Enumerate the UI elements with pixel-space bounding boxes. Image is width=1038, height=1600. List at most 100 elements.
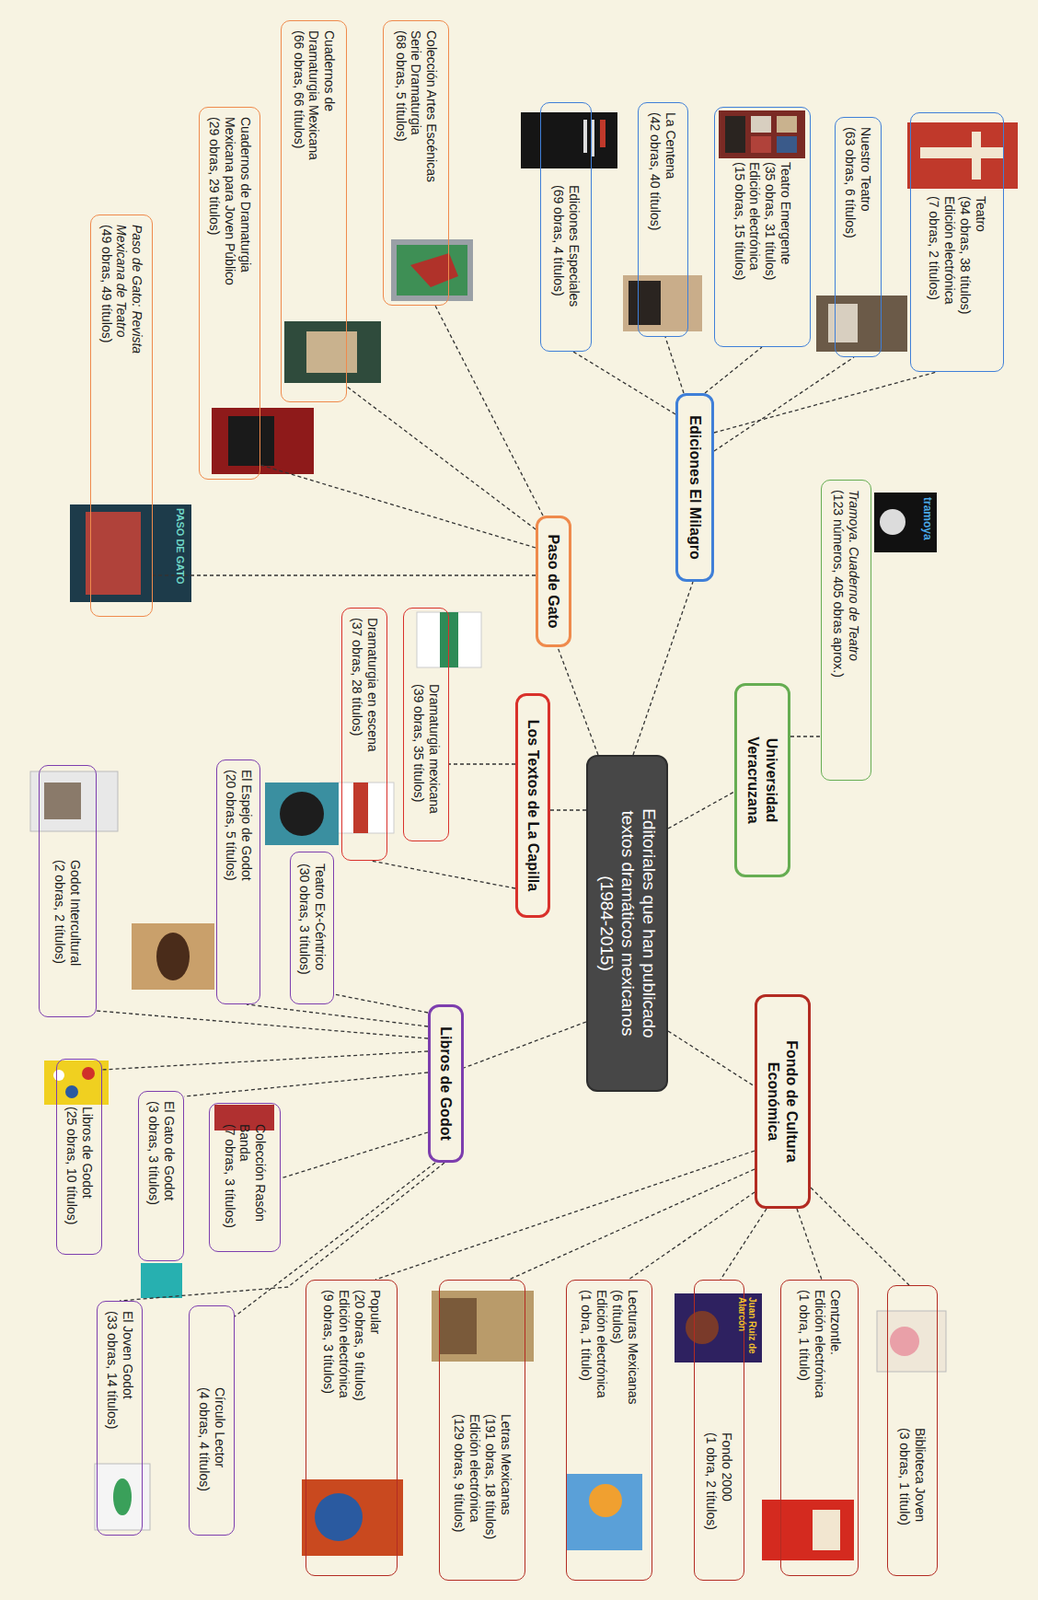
node-label: Los Textos de La Capilla <box>523 704 542 906</box>
node-label: Paso de Gato: Revista Mexicana de Teatro <box>114 224 146 395</box>
text-column: Círculo Lector(4 obras, 4 títulos) <box>196 1386 228 1525</box>
node-label: Teatro Emergente <box>777 161 794 337</box>
node-label: Teatro Ex-Céntrico <box>311 863 328 994</box>
node-label: Ediciones El Milagro <box>685 404 704 570</box>
dashed-connector <box>633 581 693 755</box>
cover <box>94 1463 150 1530</box>
collection-node: Círculo Lector(4 obras, 4 títulos) <box>188 1304 235 1535</box>
text-column: Paso de Gato <box>544 527 563 635</box>
dashed-connector <box>790 735 821 737</box>
dashed-connector <box>346 386 536 530</box>
node-label: (1 obra, 1 título) <box>577 1289 594 1446</box>
node-label: Colección Artes Escénicas Serie Dramatur… <box>408 30 440 206</box>
text-column: Tramoya. Cuaderno de Teatro(123 números,… <box>830 489 863 766</box>
node-label: (3 obras, 3 títulos) <box>145 1100 162 1239</box>
node-label: Dramaturgia en escena <box>364 617 381 765</box>
node-label: (69 obras, 4 títulos) <box>550 184 566 342</box>
dashed-connector <box>463 1021 587 1068</box>
node-label: Cuadernos de Dramaturgia Mexicana para J… <box>221 116 254 306</box>
collection-node: Letras Mexicanas(191 obras, 18 títulos)E… <box>438 1279 526 1581</box>
publisher-node: Ediciones El Milagro <box>675 392 715 582</box>
cover <box>520 112 618 169</box>
collection-node: Biblioteca Joven(3 obras, 1 título) <box>887 1284 938 1576</box>
cover <box>718 110 806 159</box>
cover <box>131 922 215 990</box>
node-label: Godot Intercultural <box>68 859 84 1007</box>
collection-node: Dramaturgia mexicana(39 obras, 35 título… <box>403 607 450 842</box>
collection-node: Lecturas Mexicanas(6 títulos)Edición ele… <box>565 1279 653 1581</box>
publisher-node: Los Textos de La Capilla <box>515 692 551 918</box>
node-label: (7 obras, 3 títulos) <box>221 1123 238 1242</box>
collection-node: Centzontle.Edición electrónica(1 obra, 1… <box>780 1279 859 1576</box>
text-column: Colección Artes Escénicas Serie Dramatur… <box>392 30 439 206</box>
node-label: El Espejo de Godot <box>238 769 254 926</box>
node-label: El Joven Godot <box>119 1310 136 1458</box>
publisher-node: Universidad Veracruzana <box>734 682 791 877</box>
text-column: Teatro Emergente(35 obras, 31 títulos)Ed… <box>731 161 794 337</box>
collection-node: El Espejo de Godot(20 obras, 5 títulos) <box>216 759 261 1004</box>
text-column: Dramaturgia en escena(37 obras, 28 títul… <box>348 617 381 765</box>
text-column: El Gato de Godot(3 obras, 3 títulos) <box>145 1100 177 1239</box>
text-column: El Espejo de Godot(20 obras, 5 títulos) <box>222 769 254 926</box>
node-label: Lecturas Mexicanas <box>624 1289 641 1446</box>
collection-node: Popular(20 obras, 9 títulos)Edición elec… <box>305 1279 398 1576</box>
node-label: Edición electrónica <box>593 1289 610 1446</box>
central-node: Editoriales que han publicado textos dra… <box>586 754 669 1092</box>
cover <box>816 295 908 352</box>
node-label: (68 obras, 5 títulos) <box>392 30 409 206</box>
text-column: Cuadernos de Dramaturgia Mexicana para J… <box>206 116 253 306</box>
text-column: Los Textos de La Capilla <box>523 704 542 906</box>
node-label: Edición electrónica <box>941 196 958 362</box>
cover <box>140 1262 183 1298</box>
text-column: Ediciones El Milagro <box>685 404 704 570</box>
publisher-node: Libros de Godot <box>427 1003 464 1163</box>
cover <box>211 407 314 474</box>
node-label: (66 obras, 66 títulos) <box>290 30 307 178</box>
cover <box>391 239 473 301</box>
text-column: Godot Intercultural(2 obras, 2 títulos) <box>52 859 84 1007</box>
dashed-connector <box>628 1191 755 1280</box>
text-column: Centzontle.Edición electrónica(1 obra, 1… <box>795 1289 842 1446</box>
cover-title: Juan Ruiz de Alarcón <box>737 1296 758 1360</box>
text-column: Dramaturgia mexicana(39 obras, 35 título… <box>410 683 442 831</box>
collection-node: Cuadernos de Dramaturgia Mexicana(66 obr… <box>280 20 347 403</box>
node-label: Edición electrónica <box>335 1289 352 1437</box>
node-label: Edición electrónica <box>466 1413 483 1570</box>
node-label: Edición electrónica <box>747 161 763 337</box>
node-label: (29 obras, 29 títulos) <box>206 116 222 306</box>
cover <box>30 771 118 831</box>
dashed-connector <box>704 346 762 393</box>
collection-node: El Gato de Godot(3 obras, 3 títulos) <box>138 1090 185 1261</box>
dashed-connector <box>557 646 599 755</box>
node-label: (20 obras, 9 títulos) <box>351 1289 368 1437</box>
dashed-connector <box>260 464 536 548</box>
dashed-connector <box>810 1187 910 1285</box>
node-label: (129 obras, 9 títulos) <box>450 1413 467 1570</box>
node-label: (4 obras, 4 títulos) <box>196 1386 212 1525</box>
collection-node: La Centena(42 obras, 40 títulos) <box>637 102 689 337</box>
node-label: (2 obras, 2 títulos) <box>52 859 69 1007</box>
collection-node: Teatro Emergente(35 obras, 31 títulos)Ed… <box>714 106 811 347</box>
node-label: Popular <box>367 1289 383 1437</box>
cover-title: tramoya <box>921 496 934 551</box>
cover <box>301 1478 404 1556</box>
collection-node: Fondo 2000(1 obra, 2 títulos) <box>693 1279 745 1581</box>
node-label: Libros de Godot <box>437 1015 455 1151</box>
node-label: Paso de Gato <box>544 527 563 635</box>
node-label: (9 obras, 3 títulos) <box>320 1289 336 1437</box>
dashed-connector <box>668 1030 755 1086</box>
node-label: Letras Mexicanas <box>497 1413 514 1570</box>
node-label: (49 obras, 49 títulos) <box>98 224 115 395</box>
text-column: El Joven Godot(33 obras, 14 títulos) <box>103 1310 136 1458</box>
node-label: Fondo 2000 <box>719 1431 736 1570</box>
dashed-connector <box>449 762 516 764</box>
cover <box>622 275 703 332</box>
dashed-connector <box>720 1208 767 1280</box>
text-column: Lecturas Mexicanas(6 títulos)Edición ele… <box>577 1289 640 1446</box>
cover <box>761 1499 854 1560</box>
dashed-connector <box>246 1003 428 1027</box>
publisher-node: Fondo de Cultura Económica <box>754 993 811 1209</box>
node-label: (63 obras, 6 títulos) <box>842 126 859 293</box>
cover <box>674 1292 762 1362</box>
